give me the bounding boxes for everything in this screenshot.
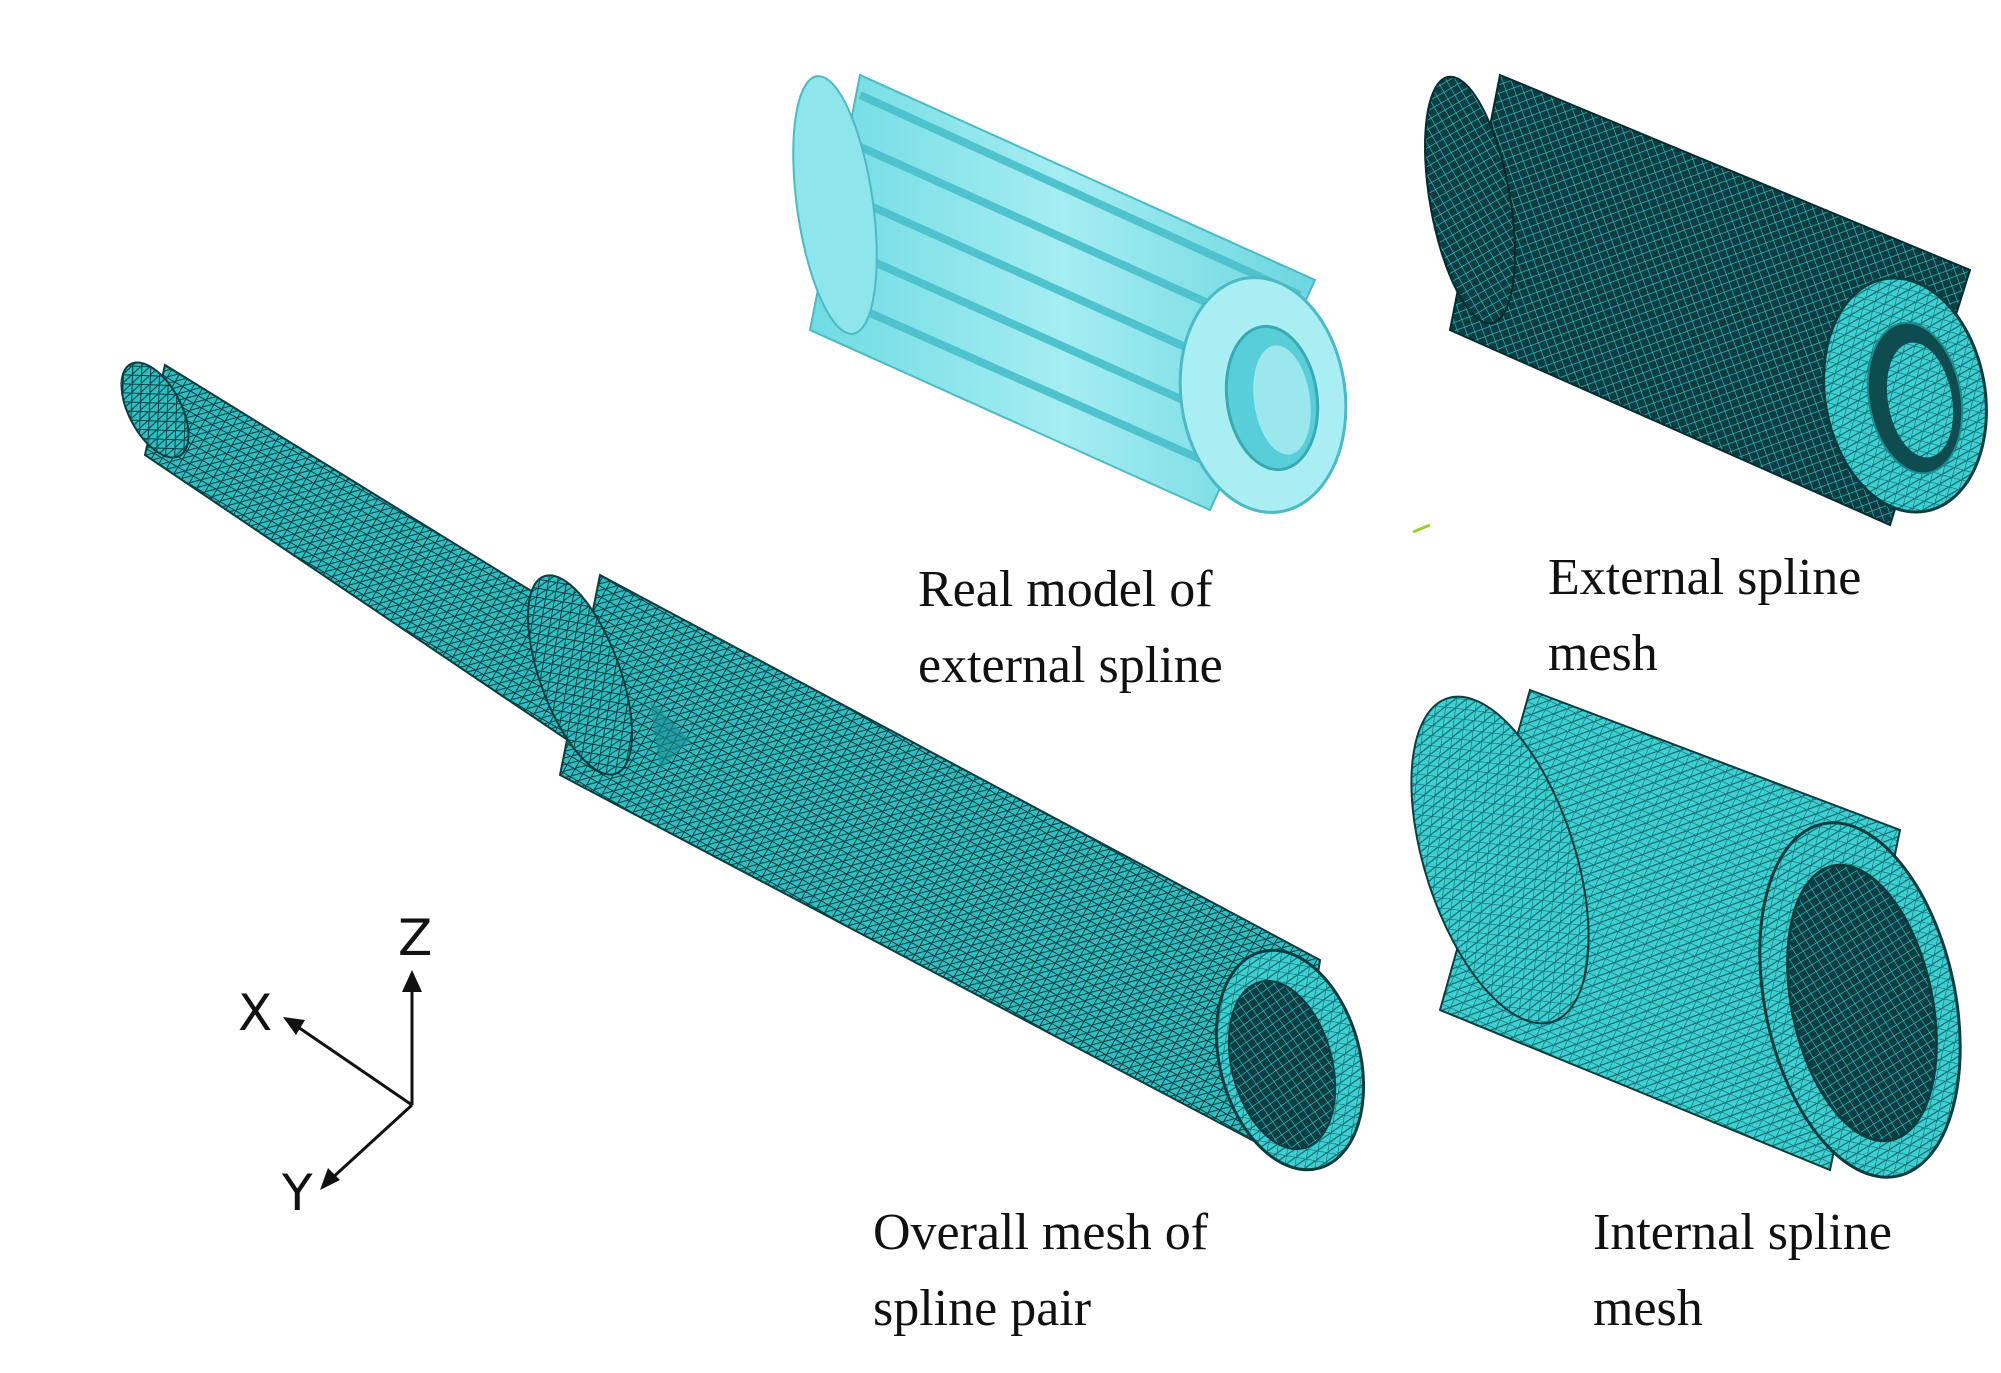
internal-spline-mesh-model [1410,688,1962,1179]
caption-real-model-line1: Real model of [918,561,1213,618]
caption-overall-mesh-line1: Overall mesh of [873,1204,1209,1261]
caption-external-mesh: External spline mesh [1548,540,1861,692]
caption-external-mesh-line1: External spline [1548,549,1862,606]
real-external-spline-model [792,73,1348,514]
axis-label-y: Y [281,1164,313,1222]
caption-overall-mesh-line2: spline pair [873,1280,1092,1337]
caption-internal-mesh-line1: Internal spline [1593,1204,1892,1261]
caption-overall-mesh: Overall mesh of spline pair [873,1195,1208,1347]
caption-real-model: Real model of external spline [918,552,1223,704]
caption-internal-mesh: Internal spline mesh [1593,1195,1892,1347]
external-spline-mesh-model [1424,73,1988,527]
stray-mark [1412,523,1431,534]
overall-mesh-model [120,361,1366,1172]
caption-internal-mesh-line2: mesh [1593,1280,1703,1337]
axis-label-z: Z [398,909,432,967]
caption-real-model-line2: external spline [918,637,1223,694]
axis-label-x: X [238,984,272,1042]
caption-external-mesh-line2: mesh [1548,625,1658,682]
coordinate-axes: Z X Y [238,909,432,1222]
